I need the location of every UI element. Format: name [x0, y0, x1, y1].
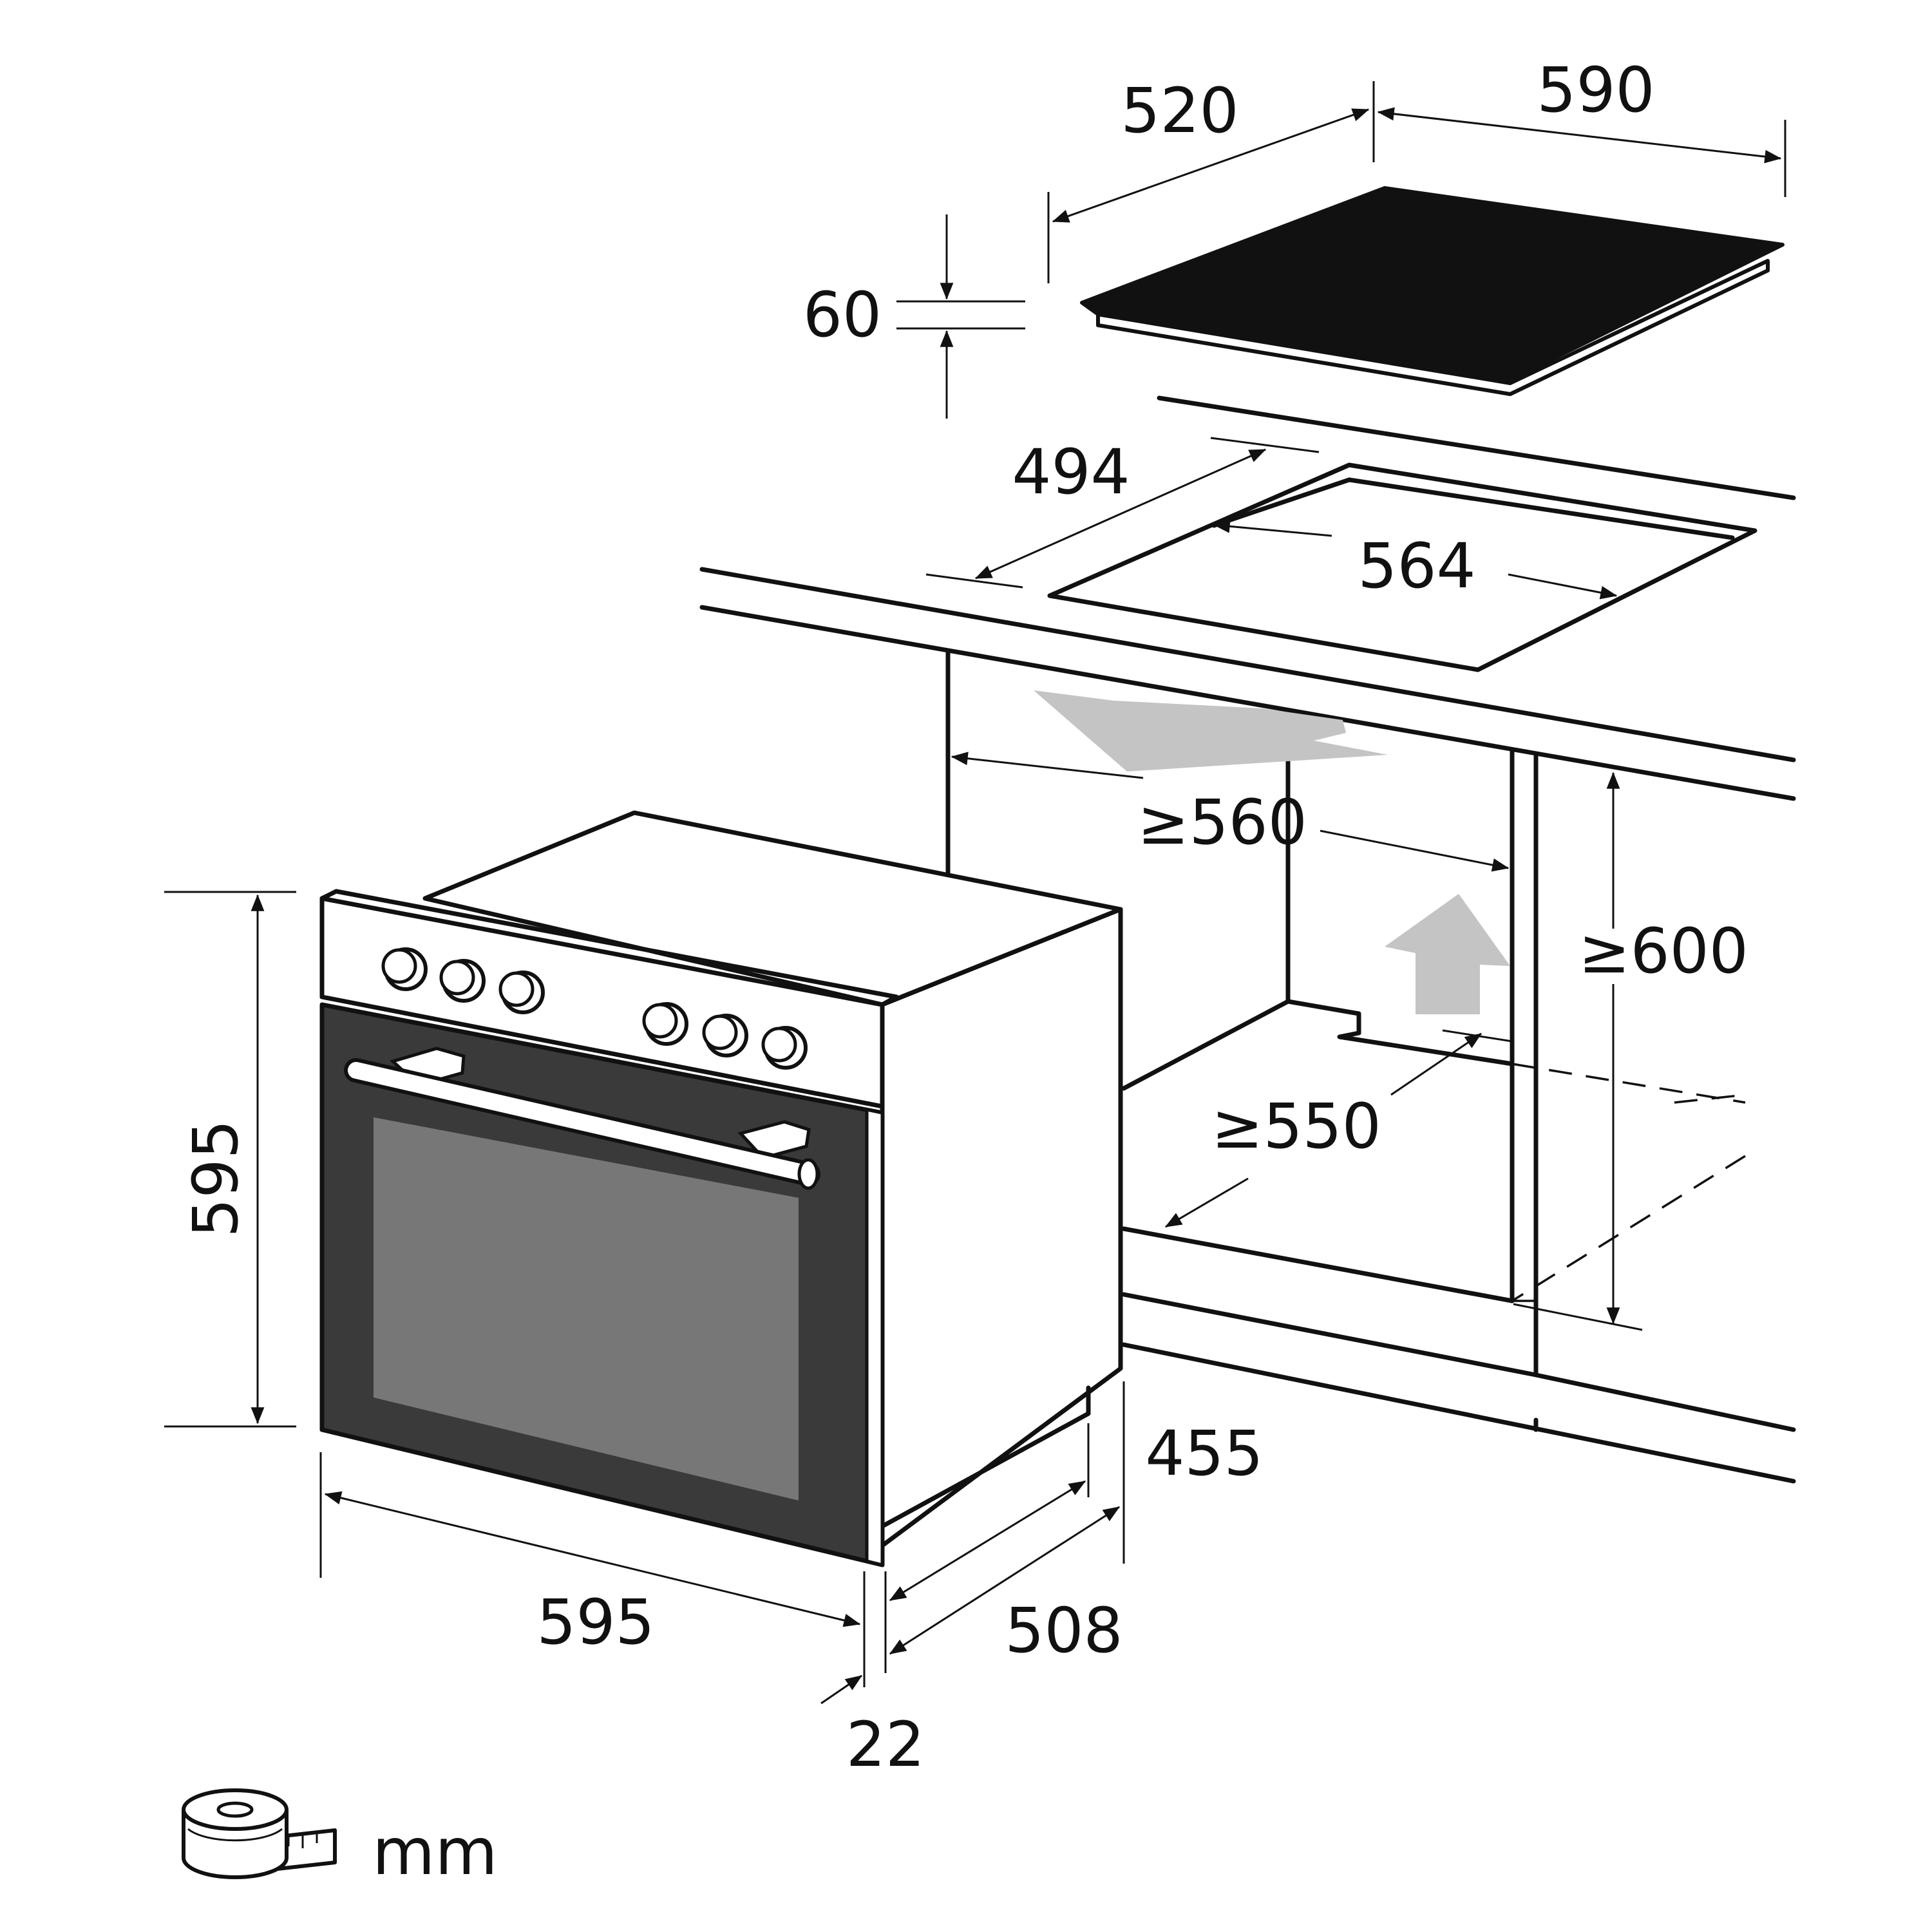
- hob-depth-label: 520: [1121, 75, 1238, 147]
- tape-measure-icon: [182, 1788, 337, 1879]
- oven-control-panel: [319, 896, 885, 1109]
- oven-knobs: [381, 947, 808, 1070]
- oven-body-depth-dimension: 455: [884, 1417, 1264, 1673]
- oven-knob-3: [498, 971, 545, 1014]
- hob-height-dimension: 60: [803, 214, 1025, 419]
- oven-door-edge: [865, 1107, 884, 1567]
- niche-depth-label: ≥550: [1211, 1090, 1381, 1162]
- oven-knob-6: [761, 1026, 808, 1070]
- airflow-arrows: [1034, 690, 1510, 1014]
- hob-width-label: 590: [1537, 54, 1654, 126]
- oven-width-dimension: 595: [319, 1452, 866, 1687]
- hob-width-dimension: 590: [1377, 54, 1786, 197]
- oven-knob-1: [381, 947, 428, 991]
- worktop: [699, 395, 1796, 801]
- cutout-width-label: 564: [1358, 530, 1475, 602]
- cutout-depth-label: 494: [1012, 436, 1130, 508]
- door-thickness-dimension: 22: [820, 1674, 925, 1781]
- cutout-width-dimension: 564: [1213, 519, 1618, 602]
- cutout-depth-dimension: 494: [925, 436, 1320, 589]
- airflow-arrow-top: [1034, 690, 1388, 772]
- niche-width-dimension: ≥560: [951, 752, 1510, 872]
- oven-knob-2: [439, 959, 486, 1003]
- unit-legend: mm: [182, 1788, 498, 1889]
- oven-total-depth-label: 508: [1005, 1595, 1122, 1667]
- oven-window: [374, 1117, 799, 1501]
- hob-depth-dimension: 520: [1047, 75, 1375, 283]
- oven-width-label: 595: [536, 1586, 654, 1658]
- hob-height-label: 60: [803, 279, 882, 351]
- hob-glass-top: [1080, 186, 1785, 382]
- niche-width-label: ≥560: [1137, 786, 1307, 858]
- niche-depth-dimension: ≥550: [1164, 1029, 1513, 1228]
- hob-base: [1096, 259, 1770, 396]
- oven-side: [880, 907, 1123, 1548]
- niche-height-dimension: ≥600: [1513, 772, 1748, 1331]
- oven-knob-4: [642, 1002, 688, 1046]
- hob: [1080, 186, 1785, 396]
- oven-body-depth-label: 455: [1145, 1417, 1263, 1490]
- niche-height-label: ≥600: [1578, 915, 1748, 987]
- airflow-arrow-up: [1385, 894, 1510, 1014]
- oven-height-label: 595: [180, 1119, 252, 1237]
- oven-total-depth-dimension: 508: [889, 1381, 1125, 1667]
- unit-label: mm: [372, 1814, 498, 1889]
- door-thickness-label: 22: [846, 1709, 925, 1781]
- oven-knob-5: [702, 1014, 748, 1057]
- oven-height-dimension: 595: [164, 891, 296, 1428]
- oven: [319, 810, 1123, 1567]
